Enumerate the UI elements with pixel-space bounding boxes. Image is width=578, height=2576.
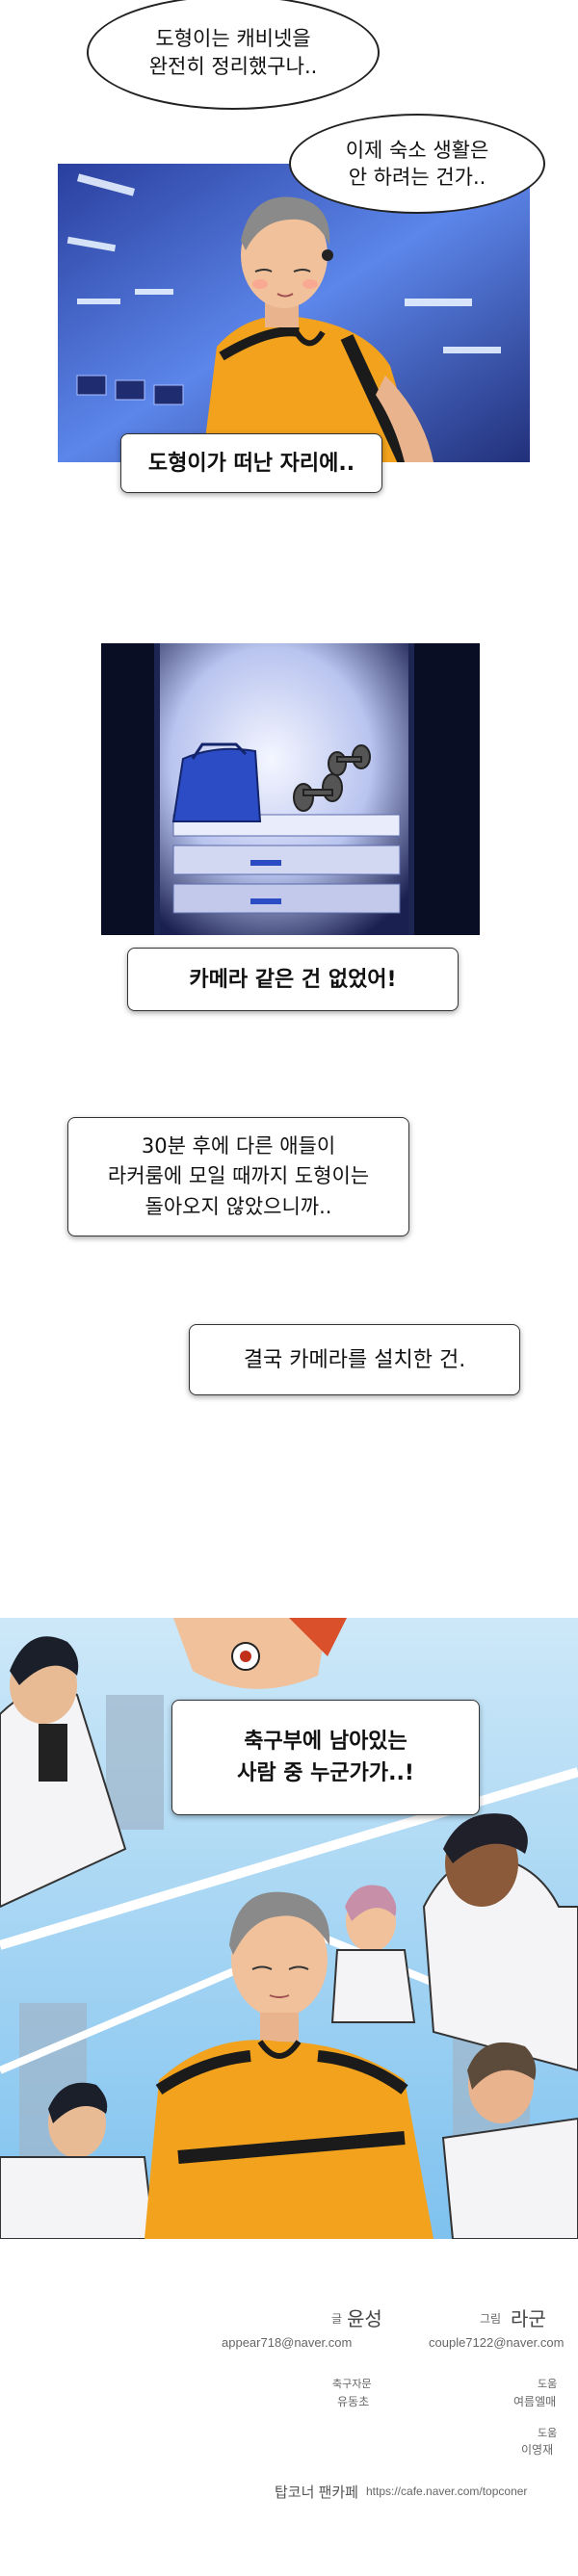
- credit-cafe-url[interactable]: https://cafe.naver.com/topconer: [366, 2485, 528, 2498]
- speech-bubble-cabinet-text: 도형이는 캐비넷을 완전히 정리했구나..: [148, 27, 318, 78]
- panel-empty-locker-art: [101, 643, 480, 935]
- caption-no-camera-text: 카메라 같은 건 없었어!: [189, 967, 397, 992]
- caption-someone-remaining: 축구부에 남아있는 사람 중 누군가가..!: [171, 1700, 480, 1815]
- credit-advisor-name: 유동초: [337, 2395, 370, 2408]
- credit-writer-email: appear718@naver.com: [222, 2335, 353, 2350]
- credit-writer-role: 글: [331, 2312, 343, 2326]
- credit-artist-role: 그림: [480, 2312, 502, 2326]
- caption-no-camera: 카메라 같은 건 없었어!: [127, 948, 459, 1011]
- credit-help1-name: 여름엘매: [513, 2395, 557, 2408]
- credit-help2-role: 도움: [538, 2428, 558, 2439]
- credit-help1-role: 도움: [538, 2379, 558, 2390]
- credit-help2-name: 이영재: [521, 2443, 554, 2457]
- panel-dohyung-locker: [58, 164, 530, 462]
- narration-box-30min: 30분 후에 다른 애들이 라커룸에 모일 때까지 도형이는 돌아오지 않았으니…: [67, 1117, 409, 1236]
- narration-box-30min-text: 30분 후에 다른 애들이 라커룸에 모일 때까지 도형이는 돌아오지 않았으니…: [107, 1133, 370, 1218]
- speech-bubble-dorm: 이제 숙소 생활은 안 하려는 건가..: [289, 114, 545, 214]
- speech-bubble-cabinet: 도형이는 캐비넷을 완전히 정리했구나..: [87, 0, 380, 110]
- narration-box-camera-text: 결국 카메라를 설치한 건.: [243, 1347, 466, 1372]
- caption-someone-remaining-text: 축구부에 남아있는 사람 중 누군가가..!: [237, 1730, 414, 1785]
- credit-advisor-role: 축구자문: [332, 2379, 372, 2390]
- panel-dohyung-art: [58, 164, 530, 462]
- narration-box-camera: 결국 카메라를 설치한 건.: [189, 1324, 520, 1395]
- credit-writer-name: 윤성: [347, 2309, 382, 2330]
- panel-empty-locker: [101, 643, 480, 935]
- credit-artist-email: couple7122@naver.com: [429, 2335, 565, 2350]
- caption-left-spot-text: 도형이가 떠난 자리에..: [147, 451, 355, 476]
- credits-section: 글 윤성 appear718@naver.com 그림 라군 couple712…: [0, 2244, 578, 2576]
- credit-cafe-label: 탑코너 팬카페: [275, 2485, 358, 2501]
- caption-left-spot: 도형이가 떠난 자리에..: [120, 433, 382, 493]
- credit-artist-name: 라군: [511, 2309, 546, 2330]
- speech-bubble-dorm-text: 이제 숙소 생활은 안 하려는 건가..: [345, 138, 489, 189]
